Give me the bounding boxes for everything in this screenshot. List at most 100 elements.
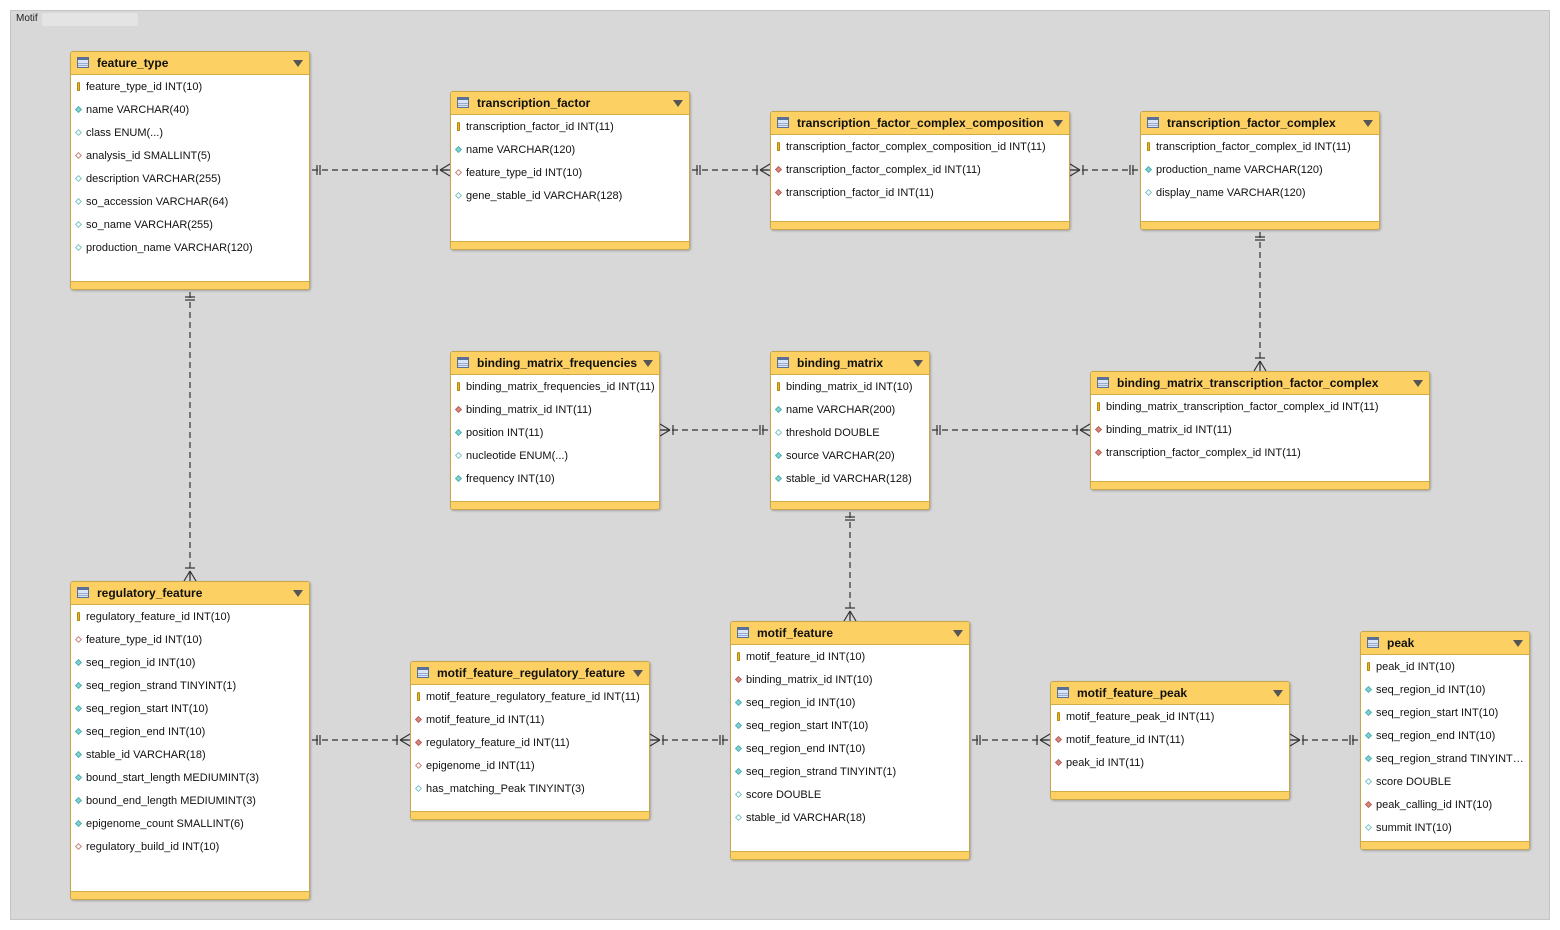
column-row[interactable]: binding_matrix_id INT(10): [771, 376, 929, 399]
column-row[interactable]: seq_region_end INT(10): [731, 738, 969, 761]
column-row[interactable]: production_name VARCHAR(120): [1141, 159, 1379, 182]
collapse-arrow-icon[interactable]: [633, 670, 643, 677]
table-header[interactable]: peak: [1361, 632, 1529, 655]
collapse-arrow-icon[interactable]: [1053, 120, 1063, 127]
collapse-arrow-icon[interactable]: [1273, 690, 1283, 697]
column-row[interactable]: stable_id VARCHAR(18): [71, 744, 309, 767]
column-row[interactable]: binding_matrix_transcription_factor_comp…: [1091, 396, 1429, 419]
column-row[interactable]: transcription_factor_complex_composition…: [771, 136, 1069, 159]
column-row[interactable]: bound_start_length MEDIUMINT(3): [71, 767, 309, 790]
column-row[interactable]: peak_calling_id INT(10): [1361, 794, 1529, 817]
table-header[interactable]: motif_feature_peak: [1051, 682, 1289, 705]
column-row[interactable]: binding_matrix_id INT(10): [731, 669, 969, 692]
column-row[interactable]: gene_stable_id VARCHAR(128): [451, 185, 689, 208]
column-row[interactable]: feature_type_id INT(10): [71, 76, 309, 99]
column-row[interactable]: threshold DOUBLE: [771, 422, 929, 445]
column-row[interactable]: nucleotide ENUM(...): [451, 445, 659, 468]
collapse-arrow-icon[interactable]: [1413, 380, 1423, 387]
column-row[interactable]: summit INT(10): [1361, 817, 1529, 840]
collapse-arrow-icon[interactable]: [293, 60, 303, 67]
collapse-arrow-icon[interactable]: [643, 360, 653, 367]
column-row[interactable]: epigenome_count SMALLINT(6): [71, 813, 309, 836]
column-row[interactable]: transcription_factor_complex_id INT(11): [771, 159, 1069, 182]
column-row[interactable]: name VARCHAR(40): [71, 99, 309, 122]
column-row[interactable]: so_accession VARCHAR(64): [71, 191, 309, 214]
table-header[interactable]: motif_feature_regulatory_feature: [411, 662, 649, 685]
column-row[interactable]: peak_id INT(11): [1051, 752, 1289, 775]
column-row[interactable]: peak_id INT(10): [1361, 656, 1529, 679]
table-header[interactable]: feature_type: [71, 52, 309, 75]
column-row[interactable]: binding_matrix_id INT(11): [1091, 419, 1429, 442]
column-row[interactable]: motif_feature_peak_id INT(11): [1051, 706, 1289, 729]
column-row[interactable]: analysis_id SMALLINT(5): [71, 145, 309, 168]
column-row[interactable]: class ENUM(...): [71, 122, 309, 145]
column-row[interactable]: transcription_factor_id INT(11): [771, 182, 1069, 205]
column-row[interactable]: seq_region_id INT(10): [71, 652, 309, 675]
column-row[interactable]: has_matching_Peak TINYINT(3): [411, 778, 649, 801]
collapse-arrow-icon[interactable]: [1363, 120, 1373, 127]
column-row[interactable]: motif_feature_regulatory_feature_id INT(…: [411, 686, 649, 709]
collapse-arrow-icon[interactable]: [673, 100, 683, 107]
column-row[interactable]: binding_matrix_frequencies_id INT(11): [451, 376, 659, 399]
column-row[interactable]: motif_feature_id INT(11): [1051, 729, 1289, 752]
column-row[interactable]: so_name VARCHAR(255): [71, 214, 309, 237]
table-header[interactable]: transcription_factor_complex: [1141, 112, 1379, 135]
column-row[interactable]: feature_type_id INT(10): [451, 162, 689, 185]
column-row[interactable]: source VARCHAR(20): [771, 445, 929, 468]
column-row[interactable]: seq_region_end INT(10): [1361, 725, 1529, 748]
column-row[interactable]: position INT(11): [451, 422, 659, 445]
column-row[interactable]: regulatory_build_id INT(10): [71, 836, 309, 859]
column-row[interactable]: seq_region_id INT(10): [731, 692, 969, 715]
column-row[interactable]: stable_id VARCHAR(128): [771, 468, 929, 491]
column-row[interactable]: production_name VARCHAR(120): [71, 237, 309, 260]
table-transcription-factor-complex-composition[interactable]: transcription_factor_complex_composition…: [770, 111, 1070, 230]
column-row[interactable]: seq_region_start INT(10): [731, 715, 969, 738]
column-row[interactable]: epigenome_id INT(11): [411, 755, 649, 778]
column-row[interactable]: score DOUBLE: [1361, 771, 1529, 794]
collapse-arrow-icon[interactable]: [913, 360, 923, 367]
column-row[interactable]: stable_id VARCHAR(18): [731, 807, 969, 830]
table-header[interactable]: transcription_factor_complex_composition: [771, 112, 1069, 135]
column-row[interactable]: bound_end_length MEDIUMINT(3): [71, 790, 309, 813]
table-header[interactable]: binding_matrix_transcription_factor_comp…: [1091, 372, 1429, 395]
column-row[interactable]: name VARCHAR(120): [451, 139, 689, 162]
column-row[interactable]: seq_region_end INT(10): [71, 721, 309, 744]
table-header[interactable]: binding_matrix: [771, 352, 929, 375]
column-row[interactable]: seq_region_start INT(10): [71, 698, 309, 721]
column-row[interactable]: transcription_factor_complex_id INT(11): [1141, 136, 1379, 159]
collapse-arrow-icon[interactable]: [1513, 640, 1523, 647]
table-header[interactable]: transcription_factor: [451, 92, 689, 115]
column-row[interactable]: transcription_factor_id INT(11): [451, 116, 689, 139]
column-row[interactable]: regulatory_feature_id INT(10): [71, 606, 309, 629]
column-row[interactable]: motif_feature_id INT(11): [411, 709, 649, 732]
column-row[interactable]: score DOUBLE: [731, 784, 969, 807]
column-row[interactable]: seq_region_strand TINYINT…: [1361, 748, 1529, 771]
table-binding-matrix-transcription-factor-complex[interactable]: binding_matrix_transcription_factor_comp…: [1090, 371, 1430, 490]
column-row[interactable]: seq_region_start INT(10): [1361, 702, 1529, 725]
column-row[interactable]: seq_region_strand TINYINT(1): [71, 675, 309, 698]
column-row[interactable]: regulatory_feature_id INT(11): [411, 732, 649, 755]
column-row[interactable]: seq_region_id INT(10): [1361, 679, 1529, 702]
collapse-arrow-icon[interactable]: [293, 590, 303, 597]
column-row[interactable]: motif_feature_id INT(10): [731, 646, 969, 669]
table-header[interactable]: binding_matrix_frequencies: [451, 352, 659, 375]
column-row[interactable]: frequency INT(10): [451, 468, 659, 491]
column-row[interactable]: binding_matrix_id INT(11): [451, 399, 659, 422]
collapse-arrow-icon[interactable]: [953, 630, 963, 637]
column-row[interactable]: seq_region_strand TINYINT(1): [731, 761, 969, 784]
column-row[interactable]: feature_type_id INT(10): [71, 629, 309, 652]
table-header[interactable]: motif_feature: [731, 622, 969, 645]
column-row[interactable]: name VARCHAR(200): [771, 399, 929, 422]
table-header[interactable]: regulatory_feature: [71, 582, 309, 605]
column-row[interactable]: display_name VARCHAR(120): [1141, 182, 1379, 205]
